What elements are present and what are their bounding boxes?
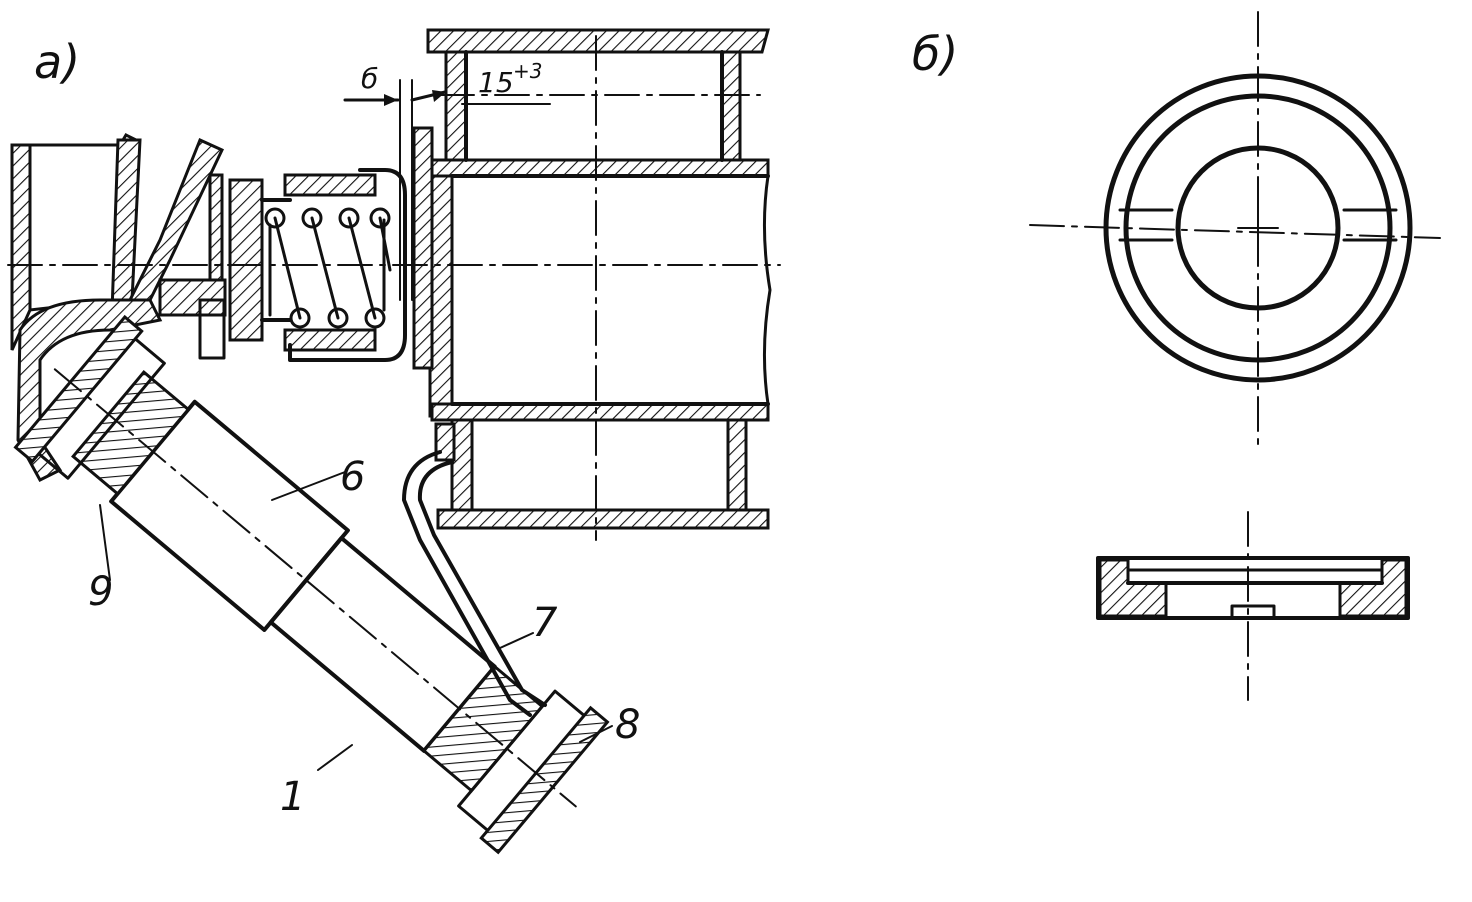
spring-assembly [228,168,407,362]
dimension-tolerance: +3 [513,59,542,83]
leader-9 [99,504,111,581]
leader-6 [271,471,346,501]
dimension-marks [343,79,551,301]
callout-1: 1 [280,774,305,820]
leader-1 [317,744,353,771]
washer-plan-view [1029,11,1441,451]
view-a-label: а) [34,35,80,89]
gap-label: б [361,62,378,95]
callout-8: 8 [615,702,640,748]
bracket-casting [10,133,227,482]
frame-box-section [412,28,772,541]
leader-7 [499,632,534,649]
dimension-base: 15 [478,66,514,99]
callout-7: 7 [532,600,558,646]
leader-8 [579,725,613,743]
callout-9: 9 [88,569,113,615]
lower-arm [402,450,532,717]
washer-section-view [1096,511,1410,701]
callout-6: 6 [340,454,365,500]
shock-absorber [13,314,610,855]
view-b-label: б) [912,27,958,81]
